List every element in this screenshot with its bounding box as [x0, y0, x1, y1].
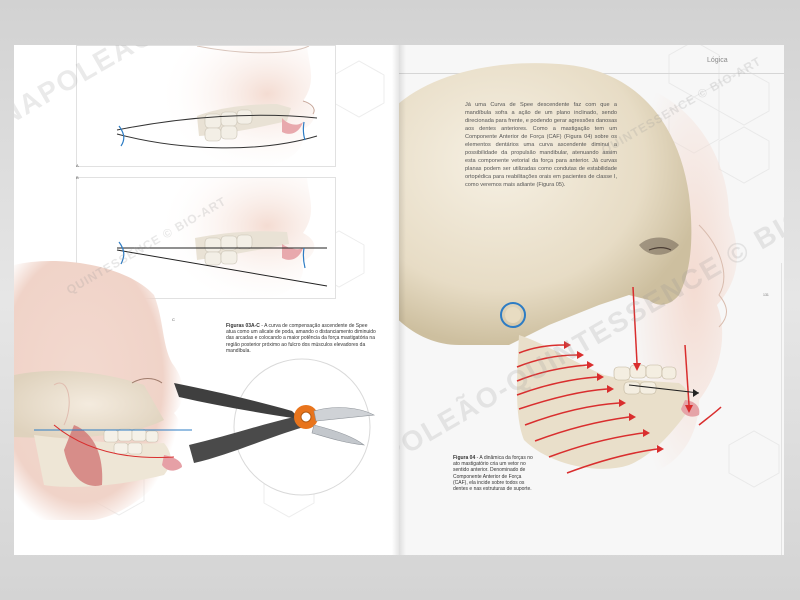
- figure-04-caption-label: Figura 04: [453, 455, 476, 461]
- figure-04-illustration: [399, 63, 738, 475]
- section-header: Lógica: [707, 57, 728, 64]
- margin-rule: [781, 263, 782, 555]
- figure-03c-illustration: [14, 260, 376, 520]
- figure-03-caption: Figuras 03A-C - A curva de compensação a…: [226, 323, 376, 354]
- right-page: Lógica 131: [399, 45, 784, 555]
- figure-04-caption-text: - A dinâmica da forças no ato mastigatór…: [453, 455, 533, 493]
- figure-04-caption: Figura 04 - A dinâmica da forças no ato …: [453, 455, 537, 492]
- left-page: A: [14, 45, 399, 555]
- figure-03b: [76, 177, 336, 299]
- page-number: 131: [763, 293, 769, 297]
- panel-letter-c: C: [172, 317, 175, 322]
- figure-03-caption-label: Figuras 03A-C: [226, 323, 260, 329]
- panel-letter-b: B: [76, 175, 79, 180]
- figure-03a-illustration: [116, 46, 318, 166]
- figure-03b-illustration: [116, 178, 328, 298]
- panel-letter-a: A: [76, 163, 79, 168]
- figure-03-caption-text: - A curva de compensação ascendente de S…: [226, 323, 376, 354]
- book-spine: [392, 45, 406, 555]
- figure-03a: [76, 45, 336, 167]
- body-text: Já uma Curva de Spee descendente faz com…: [465, 102, 617, 188]
